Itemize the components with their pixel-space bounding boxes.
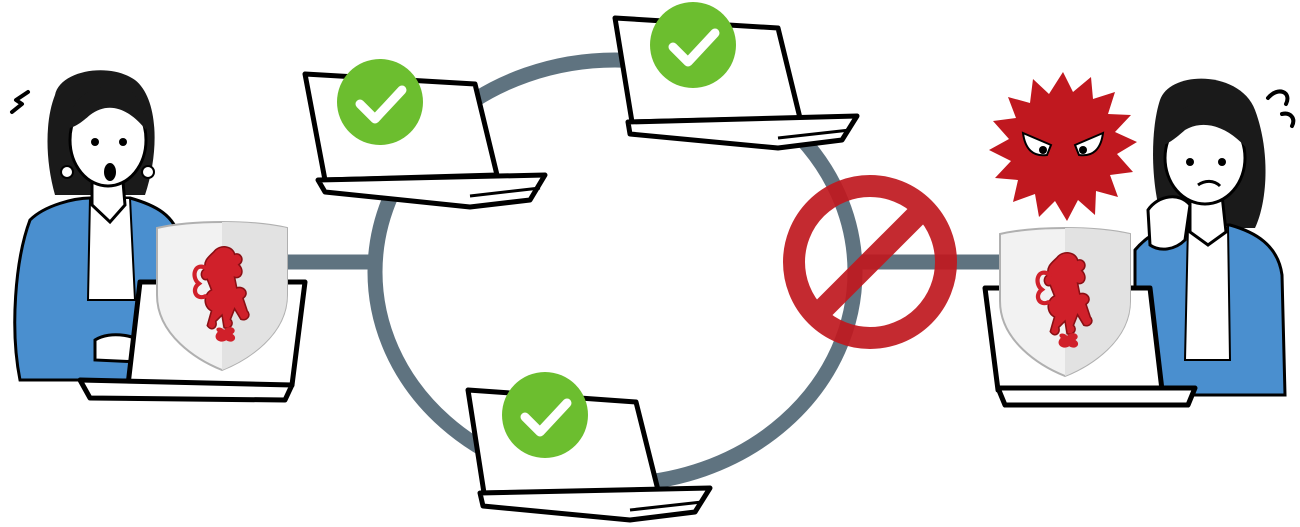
prohibited-icon <box>783 175 957 349</box>
laptop-top-right <box>612 2 860 151</box>
laptop-top-left <box>302 59 548 210</box>
laptop-bottom <box>465 372 713 523</box>
virus-icon <box>989 72 1137 221</box>
left-user <box>10 70 308 403</box>
check-icon <box>502 372 588 458</box>
right-user <box>982 78 1296 408</box>
check-icon <box>650 2 736 88</box>
check-icon <box>337 59 423 145</box>
